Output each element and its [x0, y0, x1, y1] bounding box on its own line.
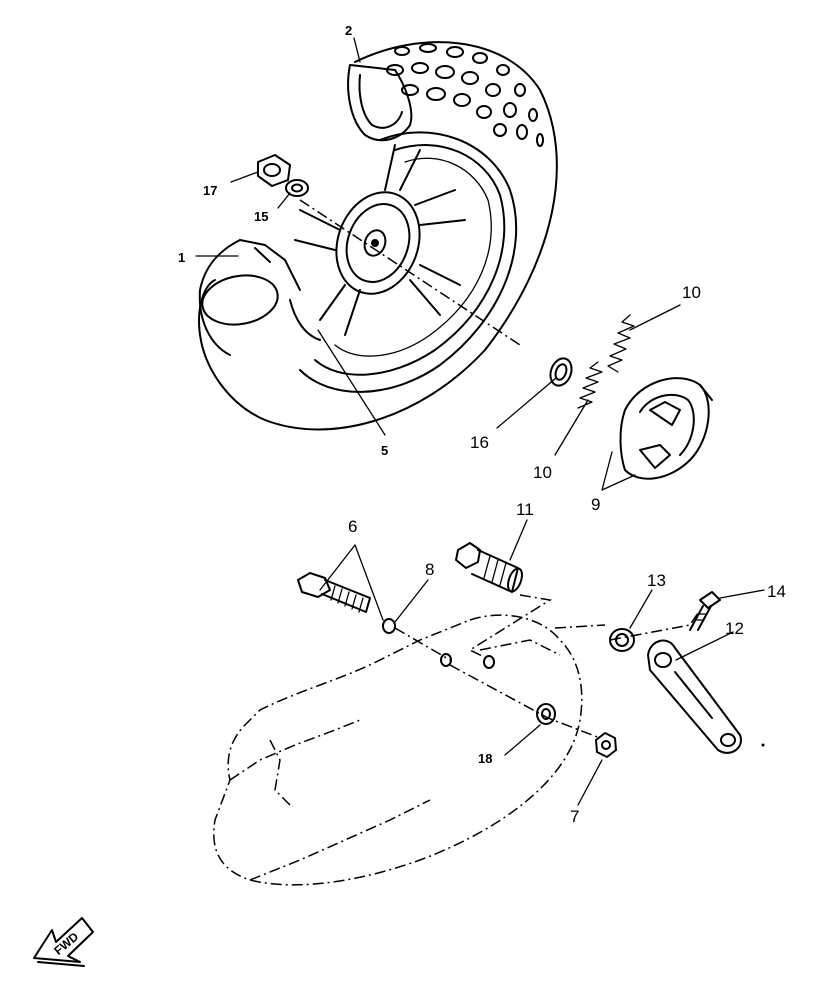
callout-10-upper: 10	[682, 283, 701, 302]
callout-17: 17	[203, 183, 217, 198]
leader-lines	[195, 37, 765, 806]
callout-6: 6	[348, 517, 357, 536]
callout-labels: 2 17 15 1 5 16 10 10 9 6 11 8 13 14 12 1…	[178, 23, 786, 826]
collar-18	[536, 703, 556, 725]
ring-13	[609, 628, 635, 652]
rear-wheel-assembly	[198, 41, 558, 431]
callout-13: 13	[647, 571, 666, 590]
callout-5: 5	[381, 443, 388, 458]
tire-section-left	[198, 239, 241, 356]
callout-1: 1	[178, 250, 185, 265]
callout-14: 14	[767, 582, 786, 601]
tire-outline	[199, 41, 558, 431]
brake-spring-upper	[607, 314, 635, 373]
wheel-hub-bearing	[363, 229, 387, 257]
collar-16	[549, 357, 573, 387]
cam-lever-12	[647, 639, 742, 754]
washer-15	[285, 179, 309, 197]
wheel-hub-outer	[335, 191, 421, 295]
callout-2: 2	[345, 23, 352, 38]
callout-9: 9	[591, 495, 600, 514]
nut-7	[595, 732, 617, 758]
cam-shaft-6	[297, 572, 371, 613]
callout-15: 15	[254, 209, 268, 224]
callout-8: 8	[425, 560, 434, 579]
brake-shoes	[619, 377, 713, 480]
fwd-label: FWD	[51, 929, 81, 958]
brake-cam-11	[455, 542, 523, 593]
o-ring-8	[382, 618, 396, 634]
callout-18: 18	[478, 751, 492, 766]
callout-11: 11	[516, 500, 534, 519]
callout-7: 7	[570, 807, 579, 826]
callout-16: 16	[470, 433, 489, 452]
callout-10-lower: 10	[533, 463, 552, 482]
callout-12: 12	[725, 619, 744, 638]
axle-nut-17	[257, 154, 291, 187]
tire-tread	[386, 43, 544, 147]
brake-spring-lower	[577, 361, 603, 409]
tire-section-top	[347, 64, 413, 142]
bolt-14	[689, 591, 721, 631]
forward-direction-arrow: FWD	[33, 917, 94, 967]
transmission-case	[213, 614, 583, 886]
